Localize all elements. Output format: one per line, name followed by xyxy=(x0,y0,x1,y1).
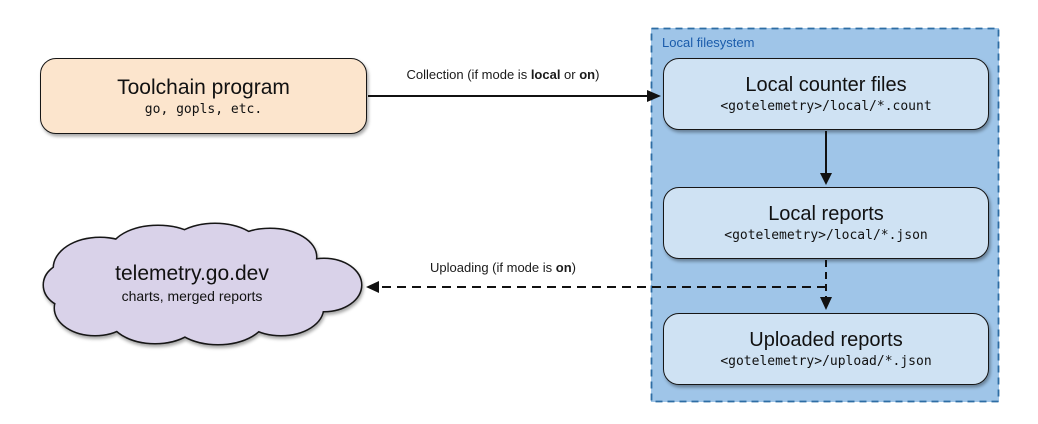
local-filesystem-label: Local filesystem xyxy=(662,35,755,50)
toolchain-node-title: Toolchain program xyxy=(117,75,290,99)
telemetry-cloud-label: telemetry.go.dev charts, merged reports xyxy=(72,261,312,305)
node-subtitle: <gotelemetry>/upload/*.json xyxy=(720,354,932,369)
collection-label-text: or xyxy=(560,67,580,82)
uploading-label-text: Uploading (if mode is xyxy=(430,260,556,275)
uploading-arrowhead xyxy=(366,281,379,293)
collection-label-text: ) xyxy=(595,67,600,82)
local-reports-node: Local reports <gotelemetry>/local/*.json xyxy=(663,187,989,259)
cloud-title: telemetry.go.dev xyxy=(115,262,269,285)
node-subtitle: <gotelemetry>/local/*.json xyxy=(724,228,928,243)
local-counter-files-node: Local counter files <gotelemetry>/local/… xyxy=(663,58,989,130)
collection-label-bold-on: on xyxy=(579,67,596,82)
node-title: Local counter files xyxy=(745,74,907,96)
collection-arrow xyxy=(368,90,661,102)
toolchain-program-node: Toolchain program go, gopls, etc. xyxy=(40,58,367,134)
node-subtitle: <gotelemetry>/local/*.count xyxy=(720,99,932,114)
uploaded-reports-node: Uploaded reports <gotelemetry>/upload/*.… xyxy=(663,313,989,385)
toolchain-node-subtitle: go, gopls, etc. xyxy=(144,101,263,117)
uploading-label-bold-on: on xyxy=(555,260,572,275)
collection-label-text: Collection (if mode is xyxy=(406,67,531,82)
collection-edge-label: Collection (if mode is local or on) xyxy=(358,67,648,82)
cloud-subtitle: charts, merged reports xyxy=(121,288,263,304)
collection-label-bold-local: local xyxy=(530,67,561,82)
node-title: Local reports xyxy=(768,203,884,225)
uploading-label-text: ) xyxy=(571,260,576,275)
node-title: Uploaded reports xyxy=(749,329,903,351)
uploading-edge-label: Uploading (if mode is on) xyxy=(358,260,648,275)
